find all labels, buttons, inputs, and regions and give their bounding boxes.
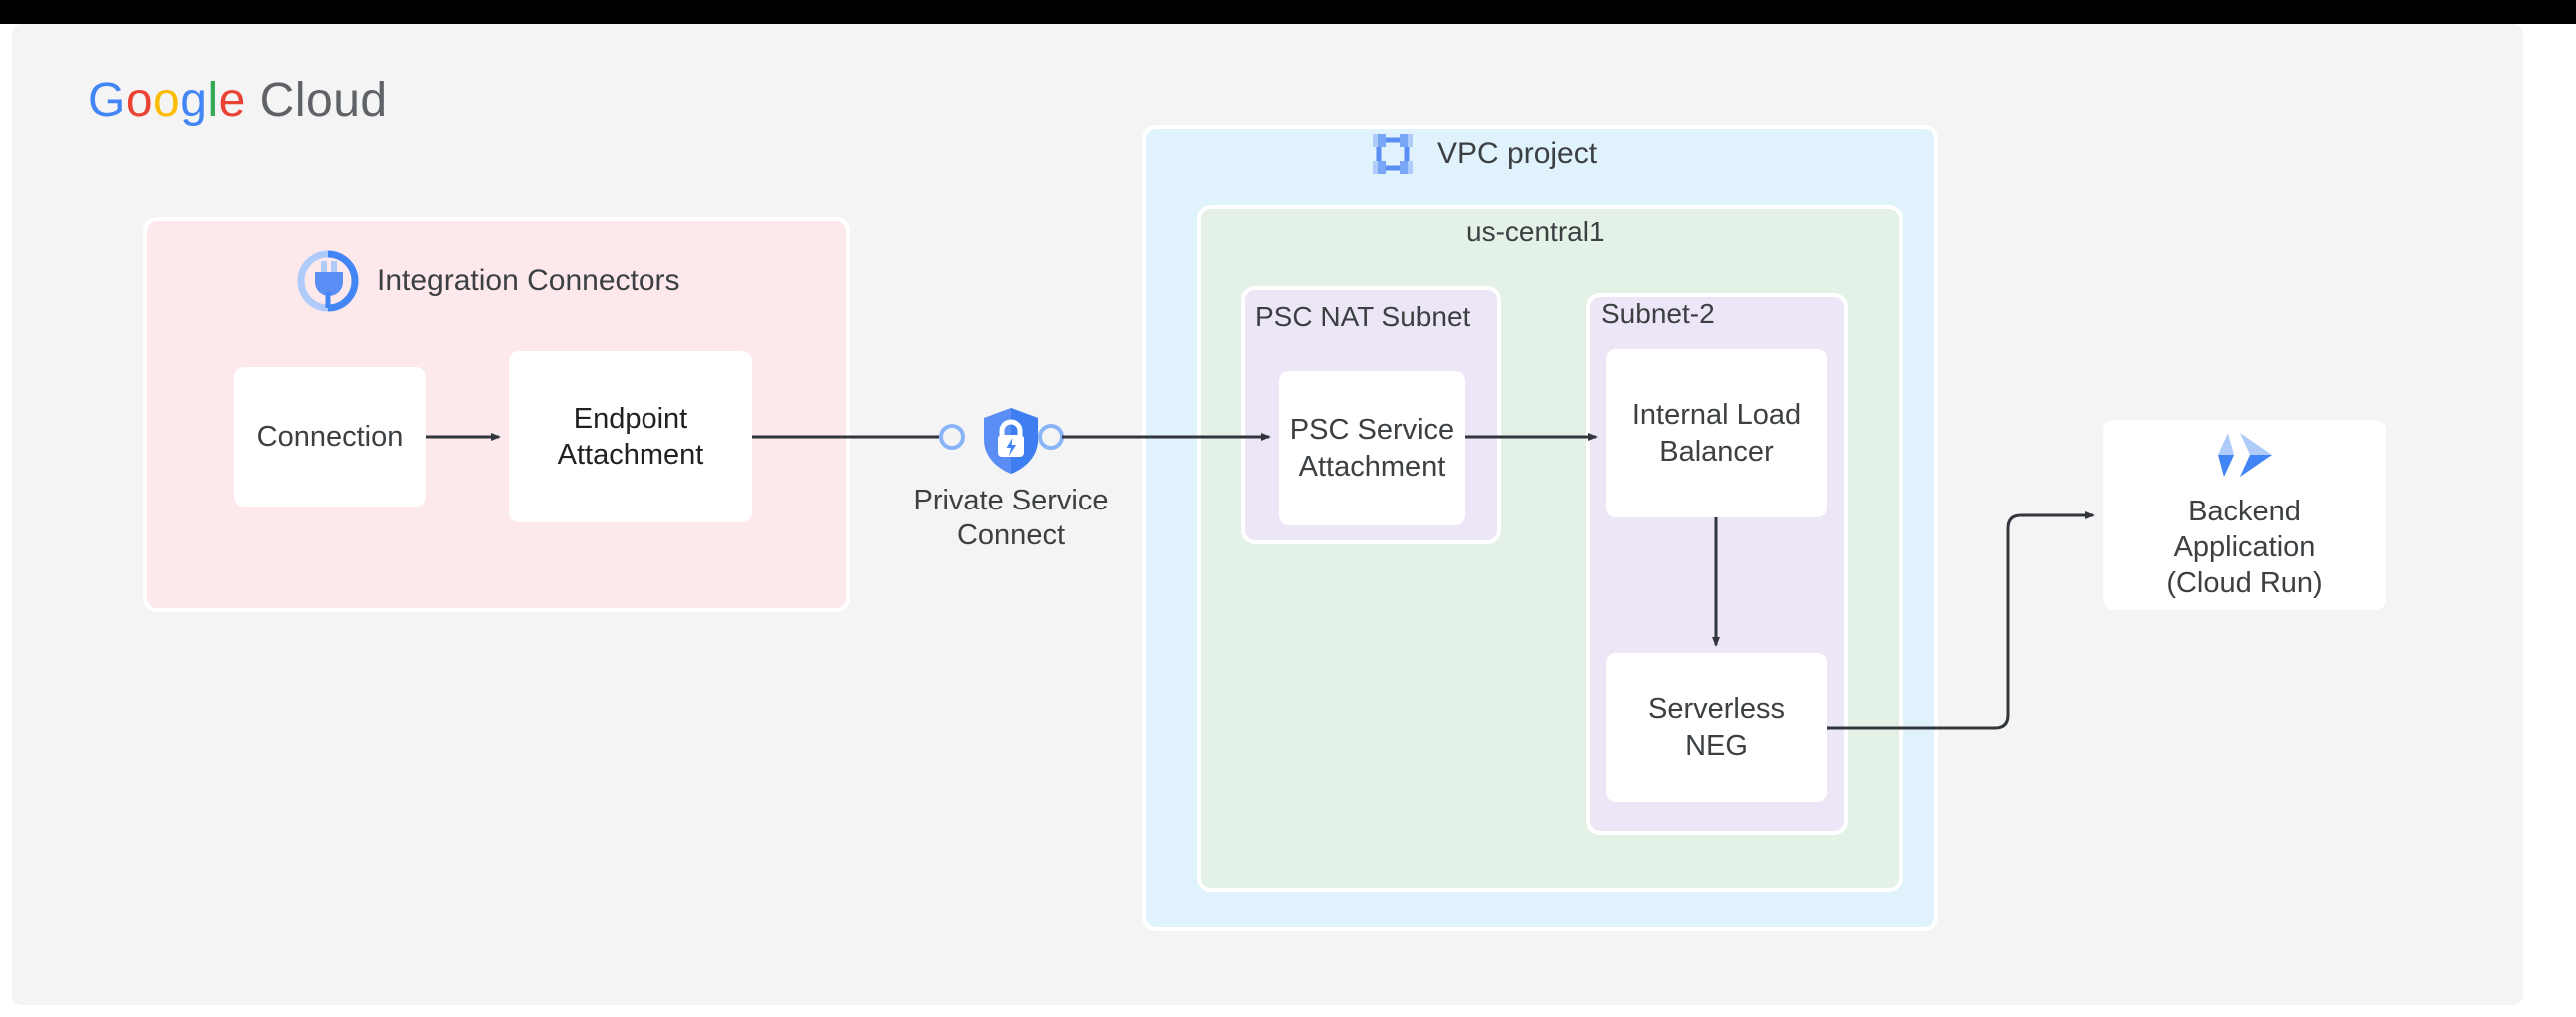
node-private-service-connect[interactable]: Private Service Connect [911, 406, 1111, 553]
region-title: us-central1 [1466, 216, 1605, 247]
node-backend-application[interactable]: Backend Application (Cloud Run) [2103, 420, 2386, 610]
top-letterbox-band [0, 0, 2576, 24]
diagram-canvas: Google Cloud Integration Connectors Conn… [12, 24, 2523, 1005]
node-connection-label: Connection [256, 420, 404, 453]
node-serverless-neg[interactable]: Serverless NEG [1606, 653, 1827, 802]
logo-google-word: Google [88, 74, 246, 127]
node-internal-load-balancer-label: Internal Load Balancer [1631, 399, 1802, 468]
shield-lock-bolt-icon [984, 408, 1038, 474]
subnet-2-title: Subnet-2 [1601, 298, 1715, 329]
vpc-project-header: VPC project [1369, 130, 1597, 178]
integration-connectors-title: Integration Connectors [377, 264, 680, 297]
node-psc-service-attachment-label: PSC Service Attachment [1289, 414, 1455, 483]
node-backend-application-label: Backend Application (Cloud Run) [2166, 495, 2323, 600]
node-internal-load-balancer[interactable]: Internal Load Balancer [1606, 349, 1827, 517]
integration-connectors-header: Integration Connectors [295, 248, 680, 314]
node-endpoint-attachment-label: Endpoint Attachment [557, 402, 704, 471]
integration-connectors-icon [297, 250, 359, 312]
google-cloud-logo: Google Cloud [72, 69, 388, 133]
logo-text: Google Cloud [88, 74, 388, 127]
cloud-run-icon-wrap [2214, 429, 2276, 486]
node-connection[interactable]: Connection [234, 367, 426, 507]
vpc-project-icon [1373, 134, 1413, 174]
node-psc-service-attachment[interactable]: PSC Service Attachment [1279, 371, 1465, 525]
node-serverless-neg-label: Serverless NEG [1648, 693, 1785, 762]
cloud-run-icon [2217, 432, 2272, 477]
psc-nat-subnet-title: PSC NAT Subnet [1255, 301, 1471, 332]
node-endpoint-attachment[interactable]: Endpoint Attachment [509, 351, 752, 522]
node-private-service-connect-label: Private Service Connect [913, 485, 1109, 551]
vpc-project-title: VPC project [1437, 137, 1598, 170]
